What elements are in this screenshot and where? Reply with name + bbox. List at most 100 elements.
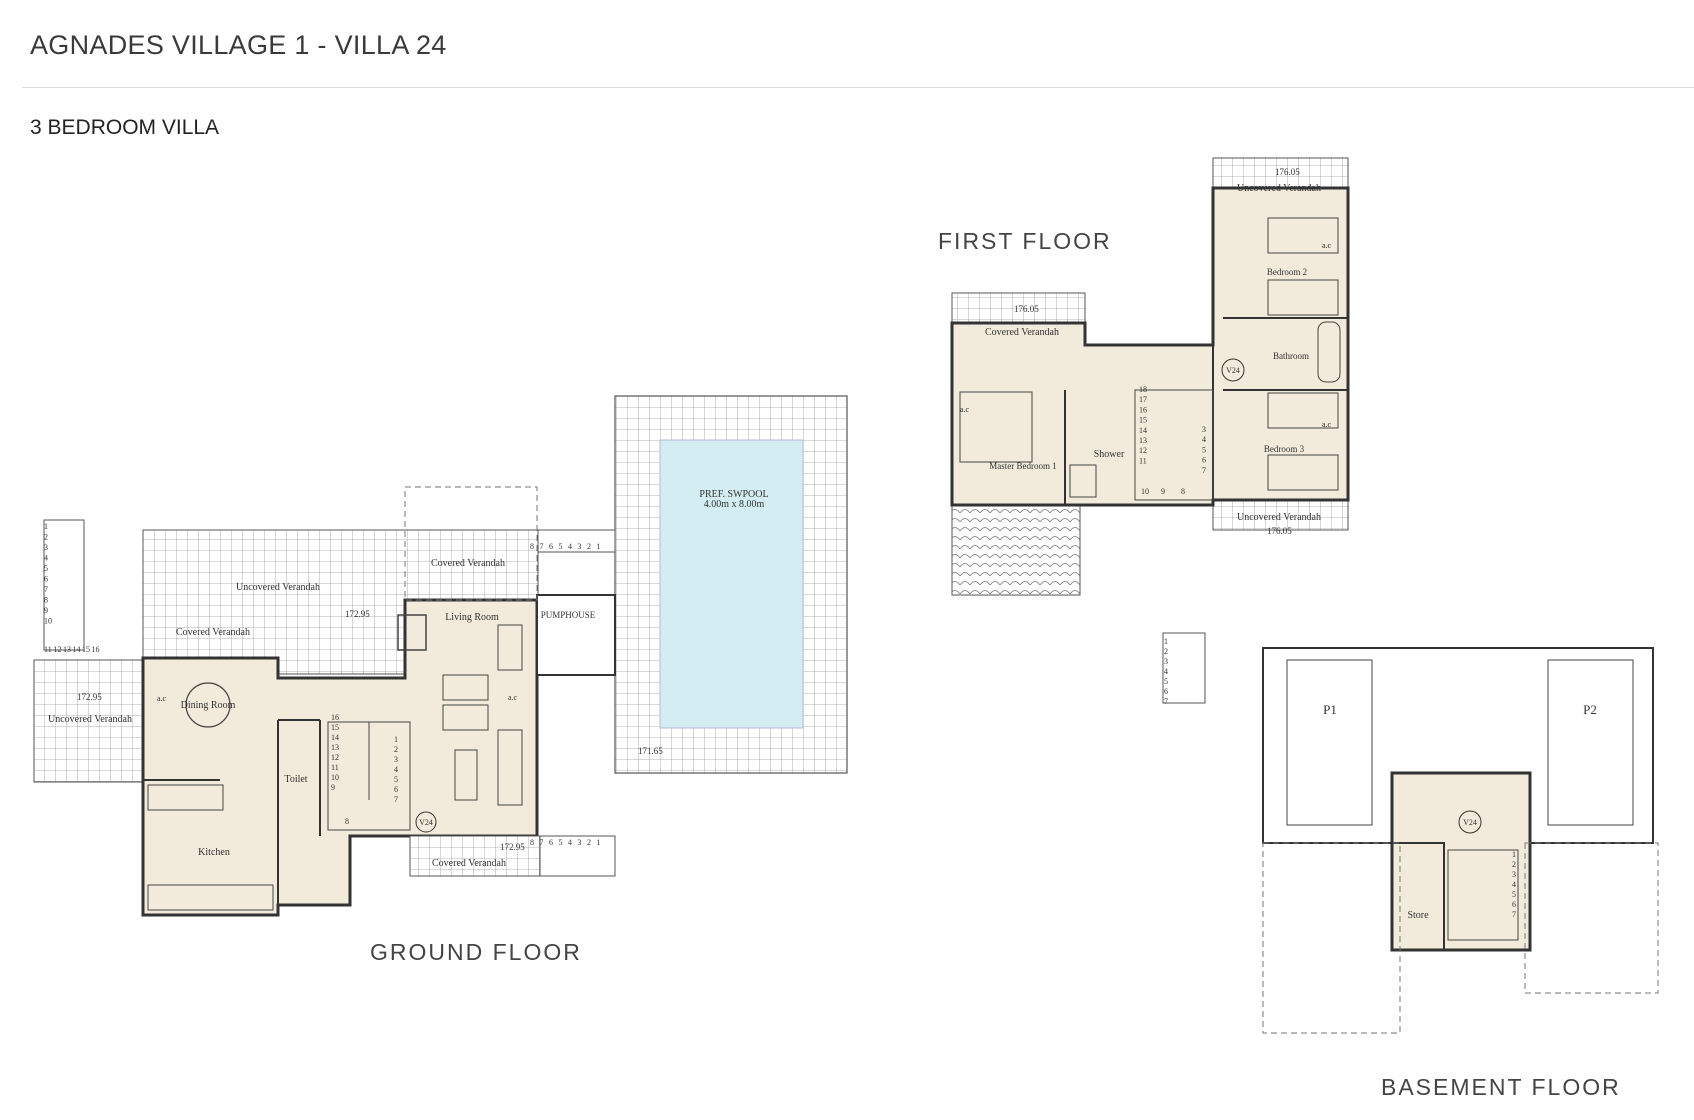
gf-stair-left-number: 7: [44, 585, 48, 594]
gf-level-center: 172.95: [345, 609, 370, 619]
bf-stair-left-number: 5: [1164, 677, 1168, 686]
gf-stair-left-number: 1: [44, 522, 48, 531]
gf-stair-left-bottom-number: 14: [73, 645, 81, 654]
bf-stair-left-number: 7: [1164, 697, 1168, 706]
outdoor-stairs-left: [43, 519, 85, 651]
pool-steps: [537, 529, 616, 553]
ff-covered-verandah-area: [951, 292, 1086, 324]
ff-master-bedroom: Master Bedroom 1: [989, 461, 1057, 471]
ff-stair-left-number: 16: [1139, 405, 1147, 414]
gf-stair-left-number: 3: [44, 543, 48, 552]
bf-outdoor-stairs: [1162, 632, 1206, 704]
gf-kitchen: Kitchen: [198, 847, 230, 858]
gf-stair-left-bottom-number: 15: [82, 645, 90, 654]
gf-stair-main-left-number: 13: [331, 743, 339, 752]
ff-roof-tiles: [951, 504, 1081, 596]
gf-level-entrance: 172.95: [500, 842, 525, 852]
gf-stair-main-left-number: 16: [331, 713, 339, 722]
gf-stair-left-number: 6: [44, 575, 48, 584]
ff-shower: Shower: [1094, 449, 1125, 460]
ff-covered-verandah: Covered Verandah: [985, 327, 1059, 338]
first-floor-plan: [950, 157, 1350, 596]
page-header: AGNADES VILLAGE 1 - VILLA 24: [0, 0, 1694, 88]
bf-stair-left-number: 4: [1164, 667, 1168, 676]
bf-parking-2: P2: [1583, 702, 1597, 717]
gf-stair-left-bottom-number: 12: [54, 645, 62, 654]
ff-stairs: [1134, 389, 1214, 501]
first-floor-interior: [950, 186, 1350, 507]
bf-stair-core: [1390, 771, 1532, 952]
bf-stair-left-number: 1: [1164, 637, 1168, 646]
bf-stair-left-number: 3: [1164, 657, 1168, 666]
gf-villa-tag: V24: [419, 818, 433, 827]
bf-stairs: [1447, 849, 1519, 941]
gf-stair-main-left-number: 15: [331, 723, 339, 732]
gf-covered-verandah-bottom: Covered Verandah: [432, 858, 506, 869]
ff-uncovered-verandah-bottom: Uncovered Verandah: [1237, 512, 1321, 523]
bf-stair-right-number: 6: [1512, 900, 1516, 909]
gf-pumphouse: PUMPHOUSE: [541, 610, 596, 620]
ff-stair-right-number: 7: [1202, 466, 1206, 475]
gf-covered-verandah-left: Covered Verandah: [176, 627, 250, 638]
gf-stair-left-bottom-number: 13: [63, 645, 71, 654]
gf-stair-main-left-number: 14: [331, 733, 339, 742]
gf-stair-main-right-number: 3: [394, 755, 398, 764]
gf-stair-left-number: 2: [44, 533, 48, 542]
gf-entrance-step-number: 2: [587, 838, 591, 847]
ff-level-verandah-left: 176.05: [1014, 304, 1039, 314]
gf-living-room: Living Room: [445, 612, 499, 623]
ff-level-verandah-top: 176.05: [1275, 167, 1300, 177]
gf-ac-left: a.c: [157, 694, 167, 703]
gf-entrance-step-number: 3: [578, 838, 582, 847]
ff-villa-tag: V24: [1226, 366, 1240, 375]
header-divider: [22, 87, 1694, 88]
basement-floor-plan: [1162, 632, 1659, 1034]
ground-floor-label: GROUND FLOOR: [370, 939, 582, 965]
villa-type: 3 BEDROOM VILLA: [30, 116, 220, 139]
ff-stair-right-number: 3: [1202, 425, 1206, 434]
gf-stair-main-left-number: 12: [331, 753, 339, 762]
ff-level-verandah-bottom: 176.05: [1267, 526, 1292, 536]
gf-stair-main-right-number: 2: [394, 745, 398, 754]
parking-space-2: [1547, 659, 1634, 826]
bf-parking-1: P1: [1323, 702, 1337, 717]
ff-stair-bottom-number: 8: [1181, 487, 1185, 496]
gf-stair-left-bottom-number: 16: [92, 645, 100, 654]
bf-stair-right-number: 5: [1512, 890, 1516, 899]
ff-stair-right-number: 5: [1202, 445, 1206, 454]
gf-ac-right: a.c: [508, 693, 518, 702]
gf-uncovered-verandah-left: Uncovered Verandah: [48, 714, 132, 725]
bf-stair-right-number: 3: [1512, 870, 1516, 879]
ff-bedroom2: Bedroom 2: [1267, 267, 1307, 277]
gf-stair-main-right-number: 5: [394, 775, 398, 784]
bf-stair-right-number: 1: [1512, 850, 1516, 859]
gf-stair-left-number: 9: [44, 606, 48, 615]
ff-uncovered-verandah-top-area: [1212, 157, 1349, 189]
ground-floor-plan: [33, 395, 848, 917]
gf-stair-main-right-number: 1: [394, 735, 398, 744]
uncovered-verandah-left-area: [33, 659, 145, 783]
gf-stair-main-left-number: 10: [331, 773, 339, 782]
ff-bedroom3: Bedroom 3: [1264, 444, 1305, 454]
gf-uncovered-verandah-top: Uncovered Verandah: [236, 582, 320, 593]
gf-pool-step-number: 4: [568, 542, 572, 551]
bf-villa-tag: V24: [1463, 818, 1477, 827]
entrance-steps: [539, 835, 616, 877]
gf-pool-step-number: 3: [578, 542, 582, 551]
pumphouse: [536, 594, 616, 676]
pool-name: PREF. SWPOOL: [699, 489, 768, 500]
gf-entrance-step-number: 8: [530, 838, 534, 847]
gf-level-left: 172.95: [77, 692, 102, 702]
first-floor-label: FIRST FLOOR: [938, 228, 1112, 254]
gf-dining-room: Dining Room: [181, 700, 236, 711]
gf-pool-step-number: 8: [530, 542, 534, 551]
ff-stair-left-number: 13: [1139, 436, 1147, 445]
ff-stair-left-number: 14: [1139, 426, 1147, 435]
ff-stair-left-number: 17: [1139, 395, 1147, 404]
parking-space-1: [1286, 659, 1373, 826]
gf-stair-left-number: 10: [44, 617, 52, 626]
gf-entrance-step-number: 5: [559, 838, 563, 847]
ff-ac-bed3: a.c: [1322, 420, 1332, 429]
bf-stair-left-number: 2: [1164, 647, 1168, 656]
